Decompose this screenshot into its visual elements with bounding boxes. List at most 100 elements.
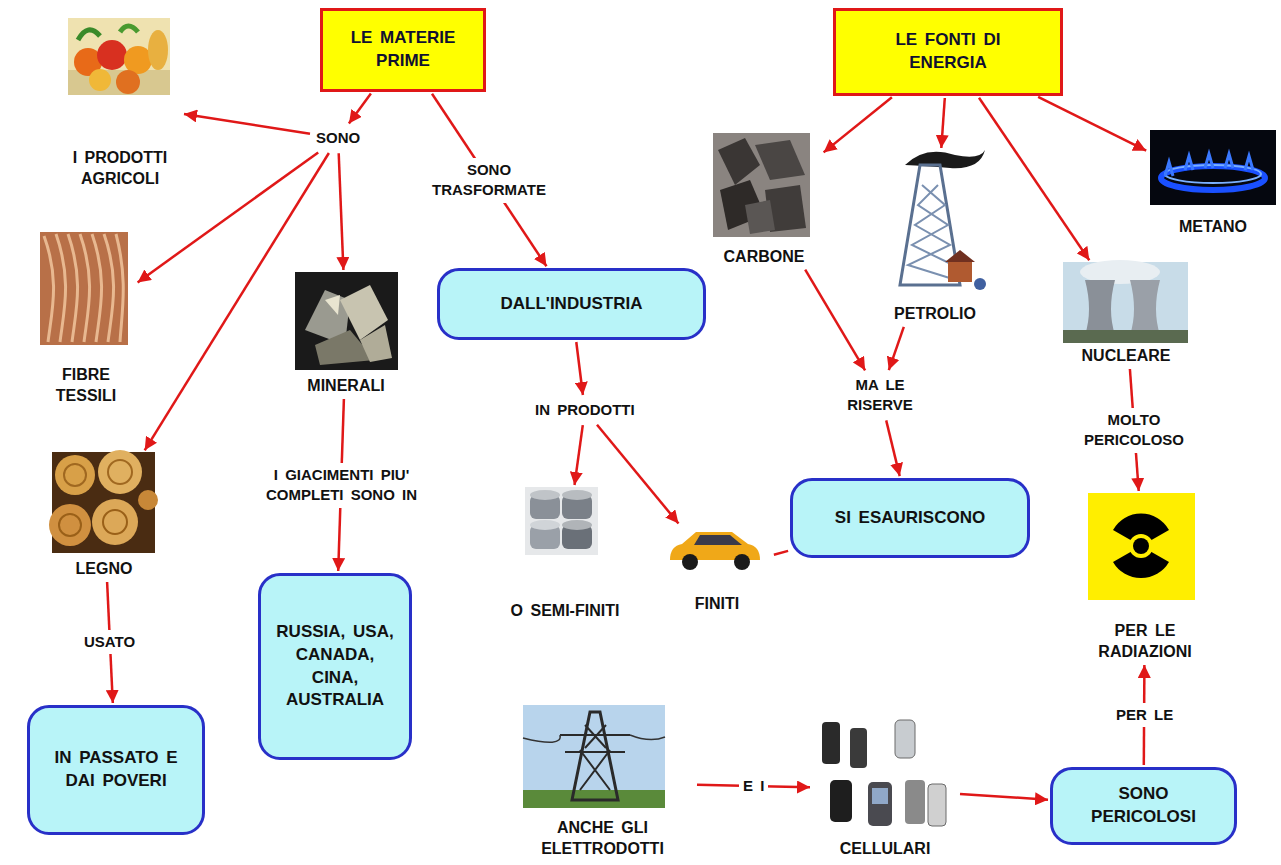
mobile-phones-picture-part <box>905 780 925 824</box>
mobile-phones-picture-part <box>850 728 867 768</box>
arrow-connector <box>138 152 319 282</box>
mobile-phones-picture-part <box>822 722 840 764</box>
steel-coils-picture-part <box>530 490 560 500</box>
gas-flame-picture-part <box>1165 154 1253 176</box>
picture-caption: FIBRE TESSILI <box>36 232 136 407</box>
node-text: ANCHE GLI ELETTRODOTTI <box>510 817 695 860</box>
node-text: MINERALI <box>288 375 404 397</box>
gas-flame-picture <box>1150 130 1276 205</box>
coal-picture-part <box>745 200 775 234</box>
steel-coils-picture <box>525 487 598 555</box>
power-pylon-picture-part <box>523 705 665 808</box>
steel-coils-picture-part <box>562 520 592 530</box>
wood-logs-picture-part <box>138 490 158 510</box>
nuclear-plant-picture-part <box>1063 330 1188 343</box>
arrow-connector <box>575 425 583 485</box>
steel-coils-picture-part <box>562 490 592 500</box>
node-text: I PRODOTTI AGRICOLI <box>58 147 182 190</box>
mobile-phones-picture-part <box>895 720 915 758</box>
link-label: USATO <box>80 630 139 654</box>
arrow-connector <box>805 270 865 371</box>
arrow-connector <box>349 94 371 124</box>
vegetables-picture-part <box>148 30 168 70</box>
oil-derrick-picture-part <box>948 262 972 282</box>
wood-logs-picture-part <box>59 514 81 536</box>
mineral-picture-part <box>295 272 398 370</box>
topic-box: LE MATERIE PRIME <box>320 8 486 92</box>
arrow-connector <box>889 327 904 370</box>
wood-logs-picture-part <box>98 450 142 494</box>
vegetables-picture-part <box>120 26 138 32</box>
picture-caption: LEGNO <box>50 452 158 580</box>
arrow-connector <box>824 97 892 152</box>
node-text: IN PASSATO E DAI POVERI <box>40 747 192 793</box>
concept-box: SONO PERICOLOSI <box>1050 767 1237 845</box>
picture-caption: METANO <box>1148 130 1278 238</box>
arrow-connector <box>960 794 1048 800</box>
oil-derrick-picture <box>900 150 986 290</box>
mobile-phones-picture-part <box>830 780 852 822</box>
power-pylon-picture <box>523 705 665 808</box>
textile-fibre-picture-part <box>40 232 128 345</box>
car-picture-part <box>682 554 698 570</box>
picture-caption: O SEMI-FINITI <box>500 487 630 622</box>
nuclear-plant-picture-part <box>1130 280 1160 335</box>
radiation-symbol-part <box>1133 538 1149 554</box>
node-text: IN PRODOTTI <box>535 400 635 420</box>
picture-caption: PETROLIO <box>875 150 995 325</box>
coal-picture <box>713 133 810 237</box>
link-label: PER LE <box>1112 703 1177 727</box>
picture-caption: PER LE RADIAZIONI <box>1078 493 1212 663</box>
power-pylon-picture-part <box>523 735 665 742</box>
topic-box: LE FONTI DI ENERGIA <box>833 8 1063 96</box>
node-text: FINITI <box>662 593 772 615</box>
gas-flame-picture-part <box>1161 166 1265 190</box>
wood-logs-picture <box>49 450 158 553</box>
picture-caption: ANCHE GLI ELETTRODOTTI <box>510 705 695 860</box>
concept-box: RUSSIA, USA, CANADA, CINA, AUSTRALIA <box>258 573 412 760</box>
arrow-connector <box>145 153 329 450</box>
radiation-symbol-part <box>1129 534 1153 558</box>
wood-logs-picture-part <box>92 499 138 545</box>
nuclear-plant-picture-part <box>1085 280 1115 335</box>
arrow-connector <box>886 420 900 476</box>
node-text: DALL'INDUSTRIA <box>501 293 643 316</box>
node-text: MA LE RISERVE <box>834 375 926 416</box>
car-picture-part <box>734 554 750 570</box>
mineral-picture <box>295 272 398 370</box>
steel-coils-picture-part <box>530 520 560 530</box>
node-text: LE FONTI DI ENERGIA <box>873 29 1023 75</box>
node-text: METANO <box>1148 216 1278 238</box>
power-pylon-picture-part <box>560 725 630 790</box>
node-text: PETROLIO <box>875 303 995 325</box>
gas-flame-picture-part <box>1150 130 1276 205</box>
concept-box: SI ESAURISCONO <box>790 478 1030 558</box>
node-text: O SEMI-FINITI <box>500 600 630 622</box>
nuclear-plant-picture <box>1063 260 1188 343</box>
node-text: SONO <box>316 128 360 148</box>
picture-caption: FINITI <box>662 525 772 615</box>
link-label: E I <box>739 774 768 798</box>
mobile-phones-picture-part <box>928 784 946 826</box>
arrow-connector <box>339 153 344 270</box>
oil-derrick-picture-part <box>945 250 975 262</box>
node-text: SONO PERICOLOSI <box>1063 783 1224 829</box>
arrow-connector <box>184 114 310 134</box>
vegetables-picture-part <box>97 40 127 70</box>
wood-logs-picture-part <box>55 455 95 495</box>
vegetables-picture-part <box>68 18 170 95</box>
oil-derrick-picture-part <box>974 278 986 290</box>
wood-logs-picture-part <box>64 464 86 486</box>
radiation-symbol-part <box>1088 493 1195 600</box>
coal-picture-part <box>713 133 810 237</box>
linking-phrase: MA LE RISERVE <box>830 372 930 419</box>
car-picture-part <box>694 535 742 545</box>
vegetables-picture-part <box>116 70 140 94</box>
textile-fibre-picture <box>40 232 128 345</box>
arrow-connector <box>941 98 945 148</box>
picture-caption: CARBONE <box>706 133 822 268</box>
mobile-phones-picture-part <box>868 782 892 826</box>
concept-box: DALL'INDUSTRIA <box>437 268 706 340</box>
oil-derrick-picture-part <box>905 150 985 168</box>
